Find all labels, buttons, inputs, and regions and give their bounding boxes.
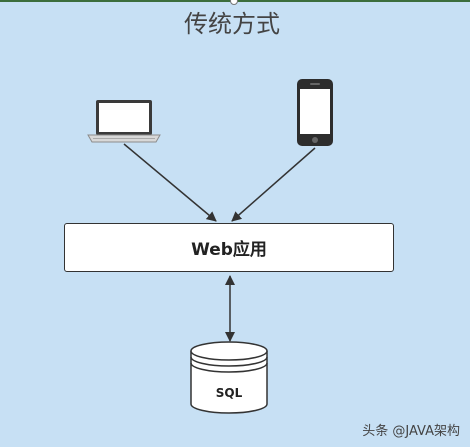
phone-to-webapp-arrow bbox=[231, 147, 316, 222]
smartphone-icon bbox=[297, 79, 333, 146]
resize-handle[interactable] bbox=[230, 0, 238, 5]
laptop-to-webapp-arrow bbox=[123, 143, 217, 222]
database-label: SQL bbox=[216, 386, 243, 400]
web-app-label: Web应用 bbox=[191, 240, 267, 260]
laptop-icon bbox=[87, 100, 161, 143]
diagram-title: 传统方式 bbox=[184, 10, 280, 38]
database-icon: SQL bbox=[190, 341, 268, 414]
watermark: 头条 @JAVA架构 bbox=[362, 424, 460, 439]
web-app-node: Web应用 bbox=[64, 223, 394, 272]
